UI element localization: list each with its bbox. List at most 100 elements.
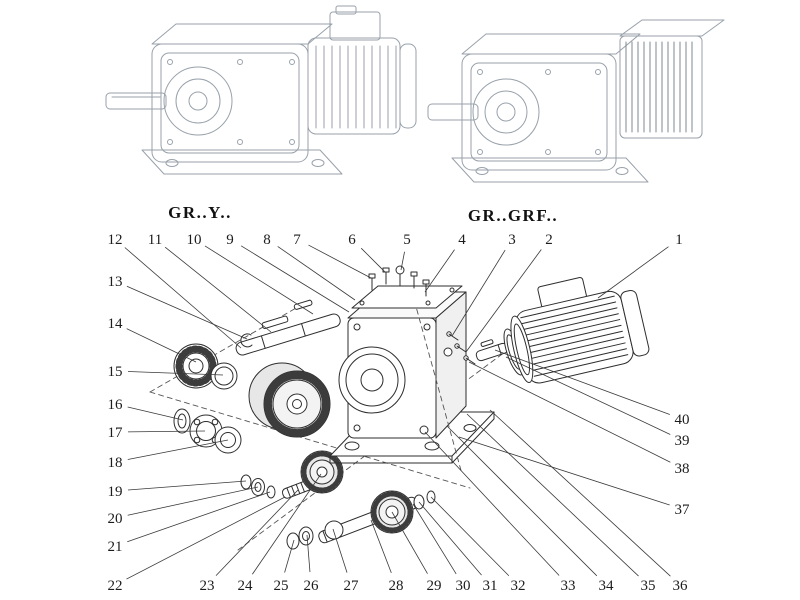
cover-screw — [410, 271, 418, 289]
part-number-16: 16 — [108, 397, 124, 413]
washer — [266, 485, 276, 499]
part-number-39: 39 — [675, 433, 690, 449]
leader-line-20 — [127, 486, 259, 516]
leader-line-10 — [204, 245, 314, 315]
part-number-19: 19 — [108, 484, 123, 500]
base-hole — [463, 424, 477, 432]
motor-fins — [315, 45, 397, 129]
shaft-collar — [324, 520, 344, 540]
motor-shaft-key — [480, 339, 494, 347]
part-number-32: 32 — [511, 578, 526, 594]
mounting-feet — [451, 157, 649, 183]
output-shaft-end — [496, 102, 516, 122]
gearbox-body-inner — [160, 52, 300, 154]
bolt — [237, 139, 243, 145]
part-number-12: 12 — [108, 232, 123, 248]
part-number-20: 20 — [108, 511, 123, 527]
part-number-22: 22 — [108, 578, 123, 594]
housing-bolt — [353, 424, 361, 432]
part-number-14: 14 — [108, 316, 124, 332]
input-shaft — [235, 299, 341, 356]
part-number-37: 37 — [675, 502, 691, 518]
leader-line-22 — [126, 496, 286, 580]
gearbox-body-inner — [470, 62, 608, 162]
assembled-view-gr-y — [105, 5, 417, 175]
fan-cowl — [399, 43, 417, 129]
leader-line-6 — [360, 247, 386, 273]
leader-line-5 — [400, 251, 405, 271]
leader-line-27 — [332, 528, 348, 573]
circlip — [240, 333, 253, 348]
leader-line-16 — [127, 406, 184, 421]
leader-line-19 — [127, 480, 247, 491]
leader-line-23 — [215, 489, 299, 576]
base-hole — [344, 441, 360, 451]
part-number-8: 8 — [263, 232, 271, 248]
foot-hole — [615, 167, 629, 175]
assembly-axis — [411, 291, 463, 475]
bearing-large — [173, 343, 219, 389]
part-number-26: 26 — [304, 578, 320, 594]
leader-line-36 — [489, 409, 671, 577]
flange-bolt — [454, 343, 467, 353]
bolt — [167, 59, 173, 65]
part-number-6: 6 — [348, 232, 356, 248]
gearbox-body — [461, 53, 617, 171]
part-number-25: 25 — [274, 578, 289, 594]
eye-bolt — [395, 265, 405, 287]
leader-line-7 — [308, 244, 372, 279]
leader-line-8 — [277, 246, 356, 301]
part-number-10: 10 — [187, 232, 202, 248]
model-label-left: GR..Y.. — [168, 203, 232, 222]
cover-hole — [425, 300, 431, 306]
part-number-1: 1 — [675, 232, 683, 248]
leader-line-1 — [597, 246, 669, 299]
motor-fan-cowl — [620, 289, 650, 357]
foot-hole — [165, 159, 179, 167]
motor-fins — [520, 295, 629, 377]
gearbox-top-face — [151, 23, 333, 45]
cover-screw — [368, 273, 376, 291]
part-number-33: 33 — [561, 578, 576, 594]
shaft-key-small — [293, 299, 313, 310]
output-shaft — [105, 92, 167, 110]
part-number-30: 30 — [456, 578, 471, 594]
part-number-9: 9 — [226, 232, 234, 248]
cover-hole — [449, 287, 455, 293]
leader-line-30 — [412, 503, 457, 575]
part-number-7: 7 — [293, 232, 301, 248]
cable-gland — [335, 5, 357, 15]
oil-seal — [210, 362, 238, 390]
flange-bolt — [446, 331, 459, 341]
exploded-view — [149, 265, 650, 551]
output-boss — [163, 66, 233, 136]
leader-line-18 — [127, 439, 229, 460]
part-number-15: 15 — [108, 364, 123, 380]
washer — [240, 474, 252, 490]
leader-line-14 — [126, 328, 197, 363]
gearbox-body — [151, 43, 309, 163]
output-boss — [472, 78, 540, 146]
assembly-axis — [149, 391, 471, 489]
housing-bolt — [353, 323, 361, 331]
washer-hole — [302, 531, 310, 541]
bolt — [289, 139, 295, 145]
leader-line-24 — [252, 473, 322, 575]
bolt — [477, 149, 483, 155]
bolt — [545, 149, 551, 155]
bolt — [289, 59, 295, 65]
part-number-40: 40 — [675, 412, 690, 428]
model-label-right: GR..GRF.. — [468, 206, 558, 225]
part-number-5: 5 — [403, 232, 411, 248]
leader-line-38 — [468, 361, 671, 463]
leader-line-21 — [127, 491, 271, 543]
part-number-3: 3 — [508, 232, 516, 248]
part-number-29: 29 — [427, 578, 442, 594]
leader-line-15 — [127, 371, 224, 376]
electric-motor — [510, 277, 650, 384]
bolt — [167, 139, 173, 145]
leader-line-35 — [466, 413, 639, 577]
gear-housing — [338, 291, 467, 439]
washer — [286, 532, 300, 550]
